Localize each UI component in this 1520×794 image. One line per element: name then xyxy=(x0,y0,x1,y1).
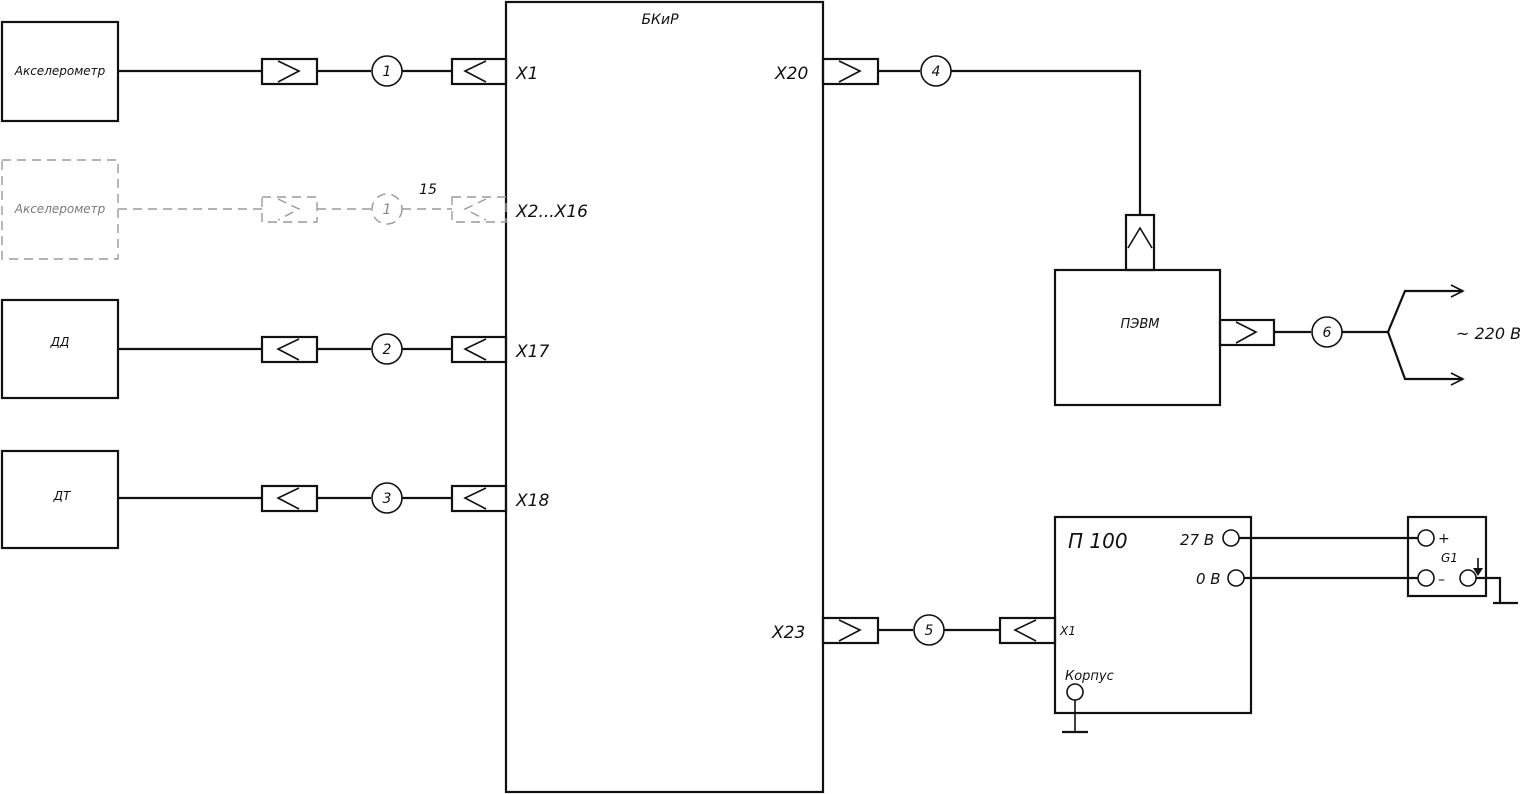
port-label-x18: X18 xyxy=(515,491,549,511)
terminal-g1-ground xyxy=(1459,569,1477,587)
arrow-right-icon xyxy=(1450,372,1465,386)
port-label-x23: X23 xyxy=(771,623,805,643)
block-dt xyxy=(0,449,120,550)
connector-plug xyxy=(821,616,880,645)
connector-socket xyxy=(450,57,508,86)
mains-wire-lower xyxy=(1386,331,1463,381)
connector-socket xyxy=(998,616,1057,645)
cable-number: 1 xyxy=(383,202,392,218)
block-dt-label: ДТ xyxy=(53,489,72,503)
block-p100 xyxy=(1053,515,1253,715)
connector-plug xyxy=(1218,318,1276,347)
cable-number: 3 xyxy=(383,491,392,507)
port-label-x20: X20 xyxy=(774,64,808,84)
port-label-x1: X1 xyxy=(515,64,538,84)
cable-number: 2 xyxy=(383,342,392,358)
block-accelerometer-label: Акселерометр xyxy=(14,64,106,78)
mains-wire-upper xyxy=(1386,289,1463,333)
block-p100-label: П 100 xyxy=(1068,529,1128,553)
block-g1-label: G1 xyxy=(1441,551,1458,565)
cable-count-label: 15 xyxy=(419,182,437,198)
arrow-right-icon xyxy=(1450,284,1465,298)
wire xyxy=(951,69,1142,215)
block-bkir-label: БКиР xyxy=(641,12,679,28)
terminal-label-korpus: Корпус xyxy=(1065,669,1114,684)
block-accelerometer-optional-label: Акселерометр xyxy=(14,202,106,216)
connector-socket xyxy=(450,335,508,364)
terminal-27v xyxy=(1222,529,1240,547)
terminal-korpus xyxy=(1066,683,1084,701)
block-bkir xyxy=(504,0,825,794)
block-pevm-label: ПЭВМ xyxy=(1121,317,1160,332)
terminal-plus-sign: + xyxy=(1438,531,1450,547)
terminal-label-0v: 0 В xyxy=(1196,570,1221,588)
terminal-g1-minus xyxy=(1417,569,1435,587)
block-g1 xyxy=(1406,515,1488,598)
ground-arrow-icon xyxy=(1473,558,1483,576)
connector-plug xyxy=(821,57,880,86)
port-label-x17: X17 xyxy=(515,342,549,362)
port-label-x2-x16: X2...X16 xyxy=(515,202,588,222)
cable-number: 4 xyxy=(932,64,941,80)
block-dd xyxy=(0,298,120,400)
connector-socket xyxy=(260,484,319,513)
cable-number: 5 xyxy=(925,623,934,639)
connector-socket xyxy=(450,484,508,513)
block-pevm xyxy=(1053,268,1222,407)
terminal-0v xyxy=(1227,569,1245,587)
connector-socket xyxy=(260,335,319,364)
terminal-label-27v: 27 В xyxy=(1180,531,1214,549)
connector-plug xyxy=(260,57,319,86)
connector-plug-vertical xyxy=(1124,213,1156,272)
mains-voltage-label: ~ 220 В xyxy=(1456,324,1520,343)
block-dd-label: ДД xyxy=(50,335,70,349)
terminal-minus-sign: – xyxy=(1438,572,1445,588)
port-label-p100-x1: X1 xyxy=(1059,624,1076,638)
ground-wire xyxy=(1476,576,1502,603)
cable-number: 1 xyxy=(383,64,392,80)
connector-plug-optional xyxy=(261,196,318,223)
connector-socket-optional xyxy=(451,196,507,223)
cable-number: 6 xyxy=(1323,325,1332,341)
terminal-g1-plus xyxy=(1417,529,1435,547)
